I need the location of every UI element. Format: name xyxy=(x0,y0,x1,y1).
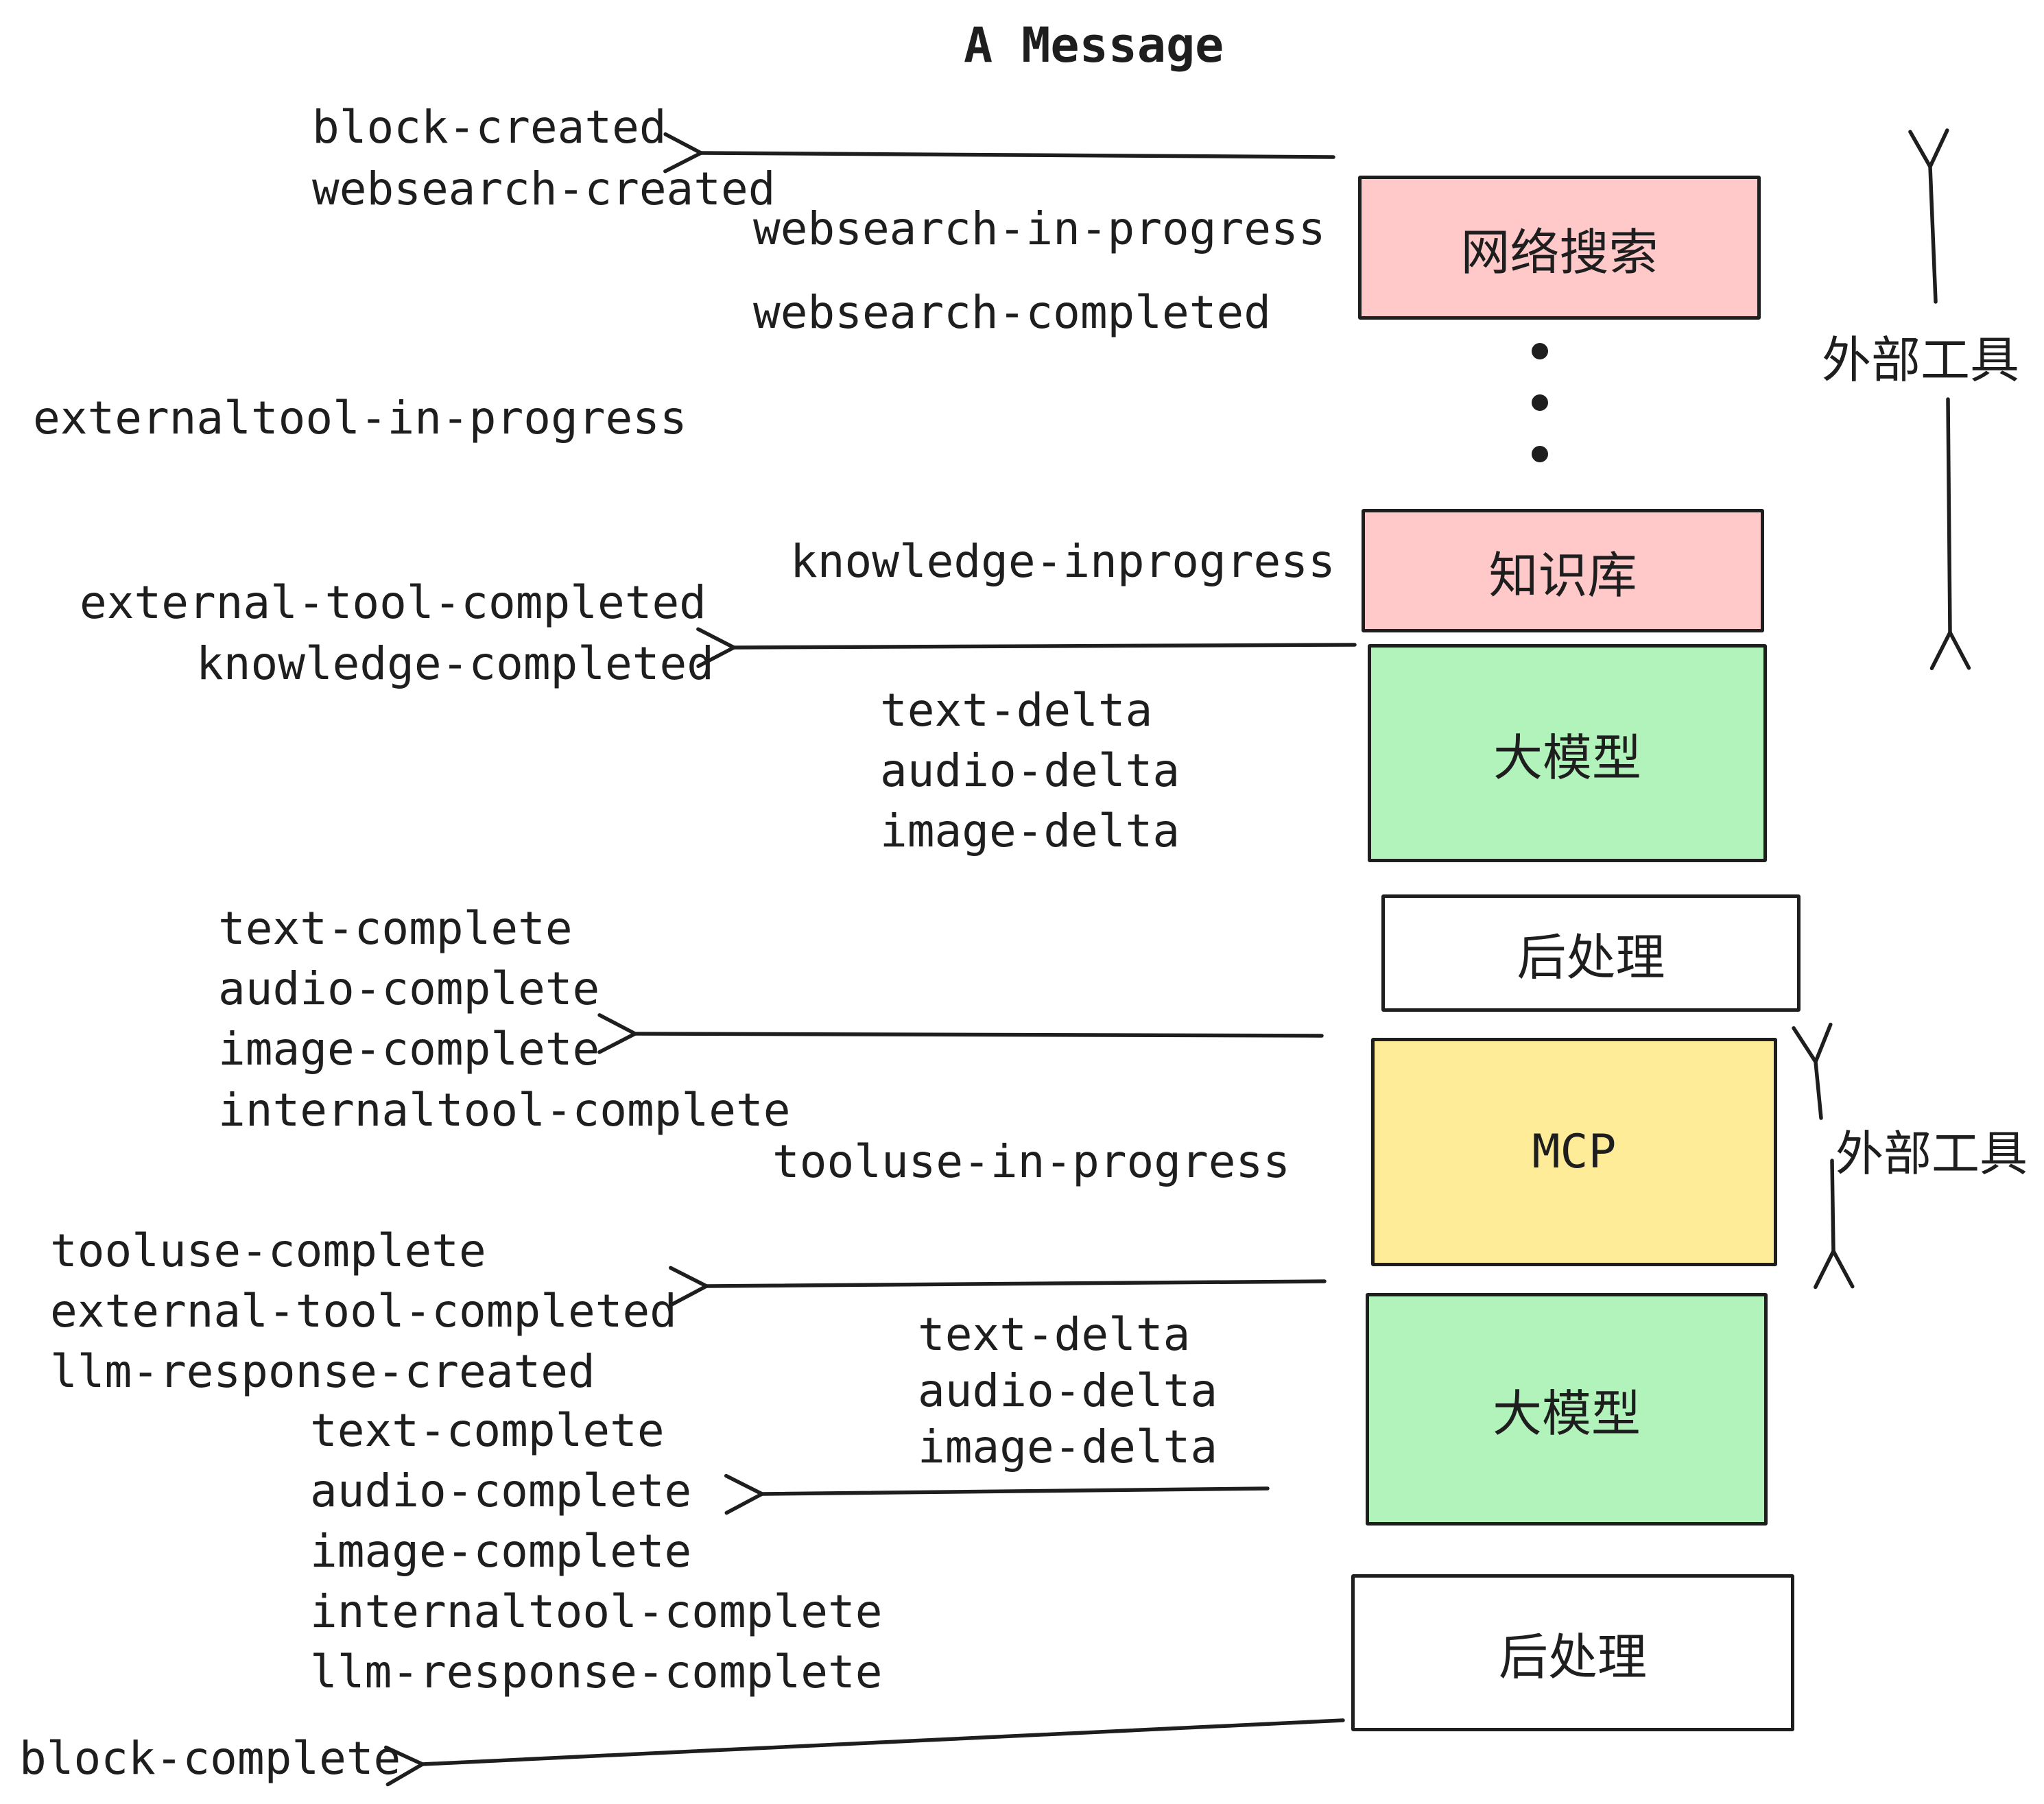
ellipsis-dot xyxy=(1532,343,1548,359)
box-llm-2: 大模型 xyxy=(1366,1293,1768,1526)
event-image-delta-2: image-delta xyxy=(918,1421,1218,1473)
event-knowledge-completed: knowledge-completed xyxy=(196,637,714,690)
event-block-complete: block-complete xyxy=(19,1732,401,1785)
arrow-websearch-to-created xyxy=(663,132,1335,174)
event-externaltool-in-progress: externaltool-in-progress xyxy=(33,392,687,444)
event-text-complete-2: text-complete xyxy=(310,1404,665,1457)
arrow-to-knowledge-completed xyxy=(696,627,1357,668)
event-text-complete: text-complete xyxy=(218,902,573,955)
arrow-to-tooluse-complete xyxy=(669,1266,1327,1307)
event-websearch-created: websearch-created xyxy=(312,163,776,215)
event-external-tool-completed: external-tool-completed xyxy=(80,576,706,629)
box-mcp: MCP xyxy=(1371,1038,1777,1266)
event-tooluse-complete: tooluse-complete xyxy=(50,1224,486,1277)
event-external-tool-completed-2: external-tool-completed xyxy=(50,1285,677,1338)
event-tooluse-in-progress: tooluse-in-progress xyxy=(772,1135,1290,1188)
box-llm-1: 大模型 xyxy=(1368,644,1767,862)
box-knowledge: 知识库 xyxy=(1362,509,1764,632)
event-text-delta: text-delta xyxy=(880,684,1153,737)
event-block-created: block-created xyxy=(312,101,667,154)
event-image-delta: image-delta xyxy=(880,805,1180,857)
side-label-external-tools-2: 外部工具 xyxy=(1835,1126,2028,1182)
event-text-delta-2: text-delta xyxy=(918,1308,1191,1361)
side-label-external-tools-1: 外部工具 xyxy=(1822,331,2020,389)
event-audio-complete-2: audio-complete xyxy=(310,1464,692,1517)
box-postprocess-2: 后处理 xyxy=(1351,1574,1794,1731)
event-image-complete-2: image-complete xyxy=(310,1525,692,1578)
event-llm-response-created: llm-response-created xyxy=(50,1345,595,1398)
arrow-external-tools-2-down xyxy=(1814,1159,1855,1290)
arrow-to-image-complete xyxy=(597,1013,1324,1054)
box-websearch: 网络搜索 xyxy=(1358,176,1761,320)
diagram-title: A Message xyxy=(964,17,1224,73)
ellipsis-dot xyxy=(1532,446,1548,462)
arrow-to-audio-complete xyxy=(724,1473,1270,1515)
box-postprocess-1: 后处理 xyxy=(1381,894,1801,1012)
event-audio-delta-2: audio-delta xyxy=(918,1364,1218,1417)
event-internaltool-complete: internaltool-complete xyxy=(218,1084,791,1137)
event-llm-response-complete: llm-response-complete xyxy=(310,1646,883,1698)
arrow-external-tools-2-up xyxy=(1792,1022,1833,1120)
arrow-external-tools-1-down xyxy=(1929,397,1971,670)
arrow-to-block-complete xyxy=(384,1718,1345,1787)
ellipsis-dot xyxy=(1532,394,1548,411)
event-websearch-in-progress: websearch-in-progress xyxy=(753,202,1326,255)
event-knowledge-inprogress: knowledge-inprogress xyxy=(790,535,1335,588)
event-image-complete: image-complete xyxy=(218,1023,600,1076)
arrow-external-tools-1-up xyxy=(1908,128,1949,304)
event-websearch-completed: websearch-completed xyxy=(753,286,1271,339)
event-audio-complete: audio-complete xyxy=(218,962,600,1015)
event-audio-delta: audio-delta xyxy=(880,744,1180,797)
event-internaltool-complete-2: internaltool-complete xyxy=(310,1585,883,1638)
